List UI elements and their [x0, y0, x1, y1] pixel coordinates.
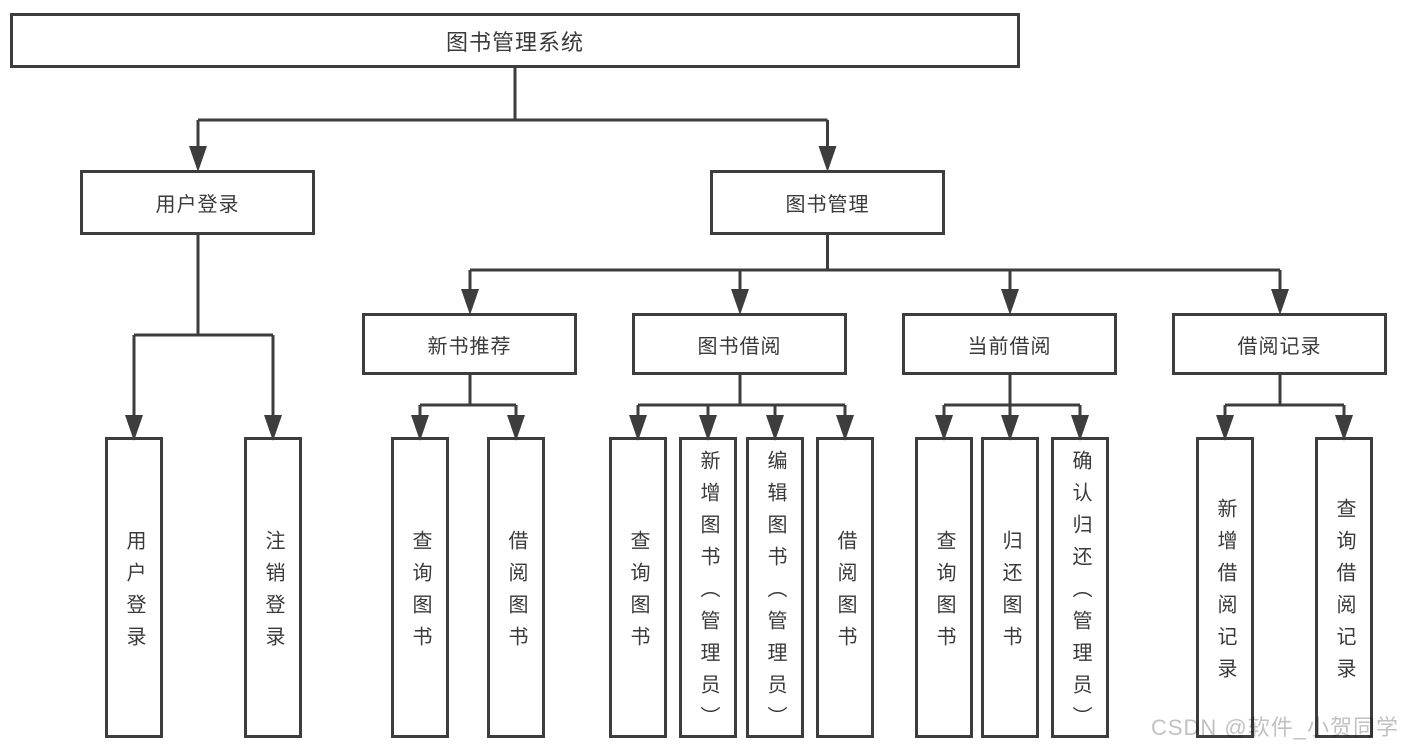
node-label: 注销登录: [262, 529, 284, 658]
node-label: 借阅图书: [505, 529, 527, 658]
node-new-book-recommendation: 新书推荐: [362, 313, 577, 375]
node-label: 新书推荐: [427, 335, 512, 358]
node-leaf-logout: 注销登录: [244, 437, 302, 738]
node-leaf-user-login: 用户登录: [105, 437, 163, 738]
node-label: 用户登录: [123, 529, 145, 658]
node-leaf-add-borrow-record: 新增借阅记录: [1196, 437, 1254, 738]
node-leaf-borrow-books-recommend: 借阅图书: [487, 437, 545, 738]
node-current-borrowing: 当前借阅: [902, 313, 1117, 375]
node-leaf-add-books-admin: 新增图书（管理员）: [679, 437, 737, 738]
node-label: 当前借阅: [967, 335, 1052, 358]
node-label: 借阅图书: [834, 529, 856, 658]
node-leaf-confirm-return-admin: 确认归还（管理员）: [1051, 437, 1109, 738]
node-leaf-query-books-borrow: 查询图书: [609, 437, 667, 738]
node-leaf-return-books: 归还图书: [981, 437, 1039, 738]
node-label: 图书借阅: [697, 335, 782, 358]
node-book-management-system: 图书管理系统: [10, 13, 1020, 68]
watermark-text: CSDN @软件_小贺同学: [1150, 715, 1399, 740]
node-leaf-query-books-recommend: 查询图书: [391, 437, 449, 738]
node-label: 查询借阅记录: [1333, 497, 1355, 690]
node-leaf-query-borrow-record: 查询借阅记录: [1315, 437, 1373, 738]
node-label: 查询图书: [627, 529, 649, 658]
node-label: 新增借阅记录: [1214, 497, 1236, 690]
node-leaf-borrow-books: 借阅图书: [816, 437, 874, 738]
node-label: 借阅记录: [1237, 335, 1322, 358]
node-label: 编辑图书（管理员）: [764, 449, 786, 738]
node-label: 用户登录: [155, 194, 240, 216]
node-leaf-query-books-current: 查询图书: [915, 437, 973, 738]
node-book-management: 图书管理: [710, 170, 945, 235]
node-book-borrowing: 图书借阅: [632, 313, 847, 375]
node-leaf-edit-books-admin: 编辑图书（管理员）: [746, 437, 804, 738]
node-label: 确认归还（管理员）: [1069, 449, 1091, 738]
node-label: 查询图书: [409, 529, 431, 658]
node-label: 图书管理: [785, 194, 870, 216]
node-label: 图书管理系统: [445, 29, 584, 55]
node-label: 归还图书: [999, 529, 1021, 658]
node-borrowing-records: 借阅记录: [1172, 313, 1387, 375]
node-label: 新增图书（管理员）: [697, 449, 719, 738]
node-label: 查询图书: [933, 529, 955, 658]
node-user-login: 用户登录: [80, 170, 315, 235]
